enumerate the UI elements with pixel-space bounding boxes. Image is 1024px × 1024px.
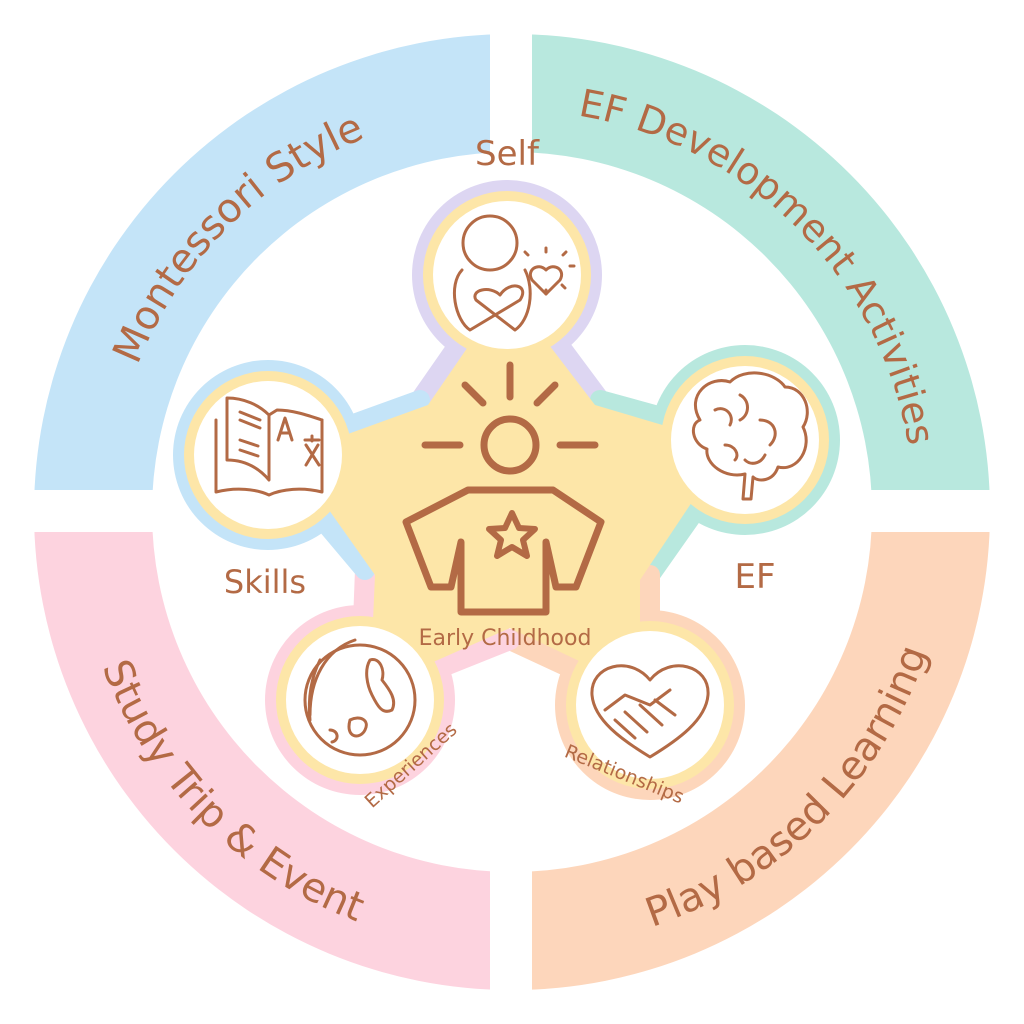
quadrant-montessori — [34, 34, 512, 512]
quadrant-play-based — [512, 512, 990, 990]
center-label: Early Childhood — [419, 626, 592, 651]
quadrant-ef-development — [512, 34, 990, 512]
brain-icon — [691, 371, 809, 501]
outer-ring — [20, 20, 1005, 1005]
quadrant-study-trip — [34, 512, 512, 990]
node-skills — [184, 371, 352, 539]
node-label-ef: EF — [734, 557, 775, 597]
node-label-self: Self — [475, 134, 540, 174]
globe-icon — [303, 638, 417, 757]
node-relationships — [566, 621, 734, 789]
node-label-skills: Skills — [224, 563, 306, 601]
handshake-heart-icon — [590, 664, 710, 759]
node-experiences — [276, 616, 444, 784]
book-translate-icon — [214, 396, 324, 497]
child-star-icon — [402, 361, 605, 616]
node-self — [423, 191, 591, 359]
self-love-icon — [453, 214, 576, 332]
node-ef — [661, 356, 829, 524]
